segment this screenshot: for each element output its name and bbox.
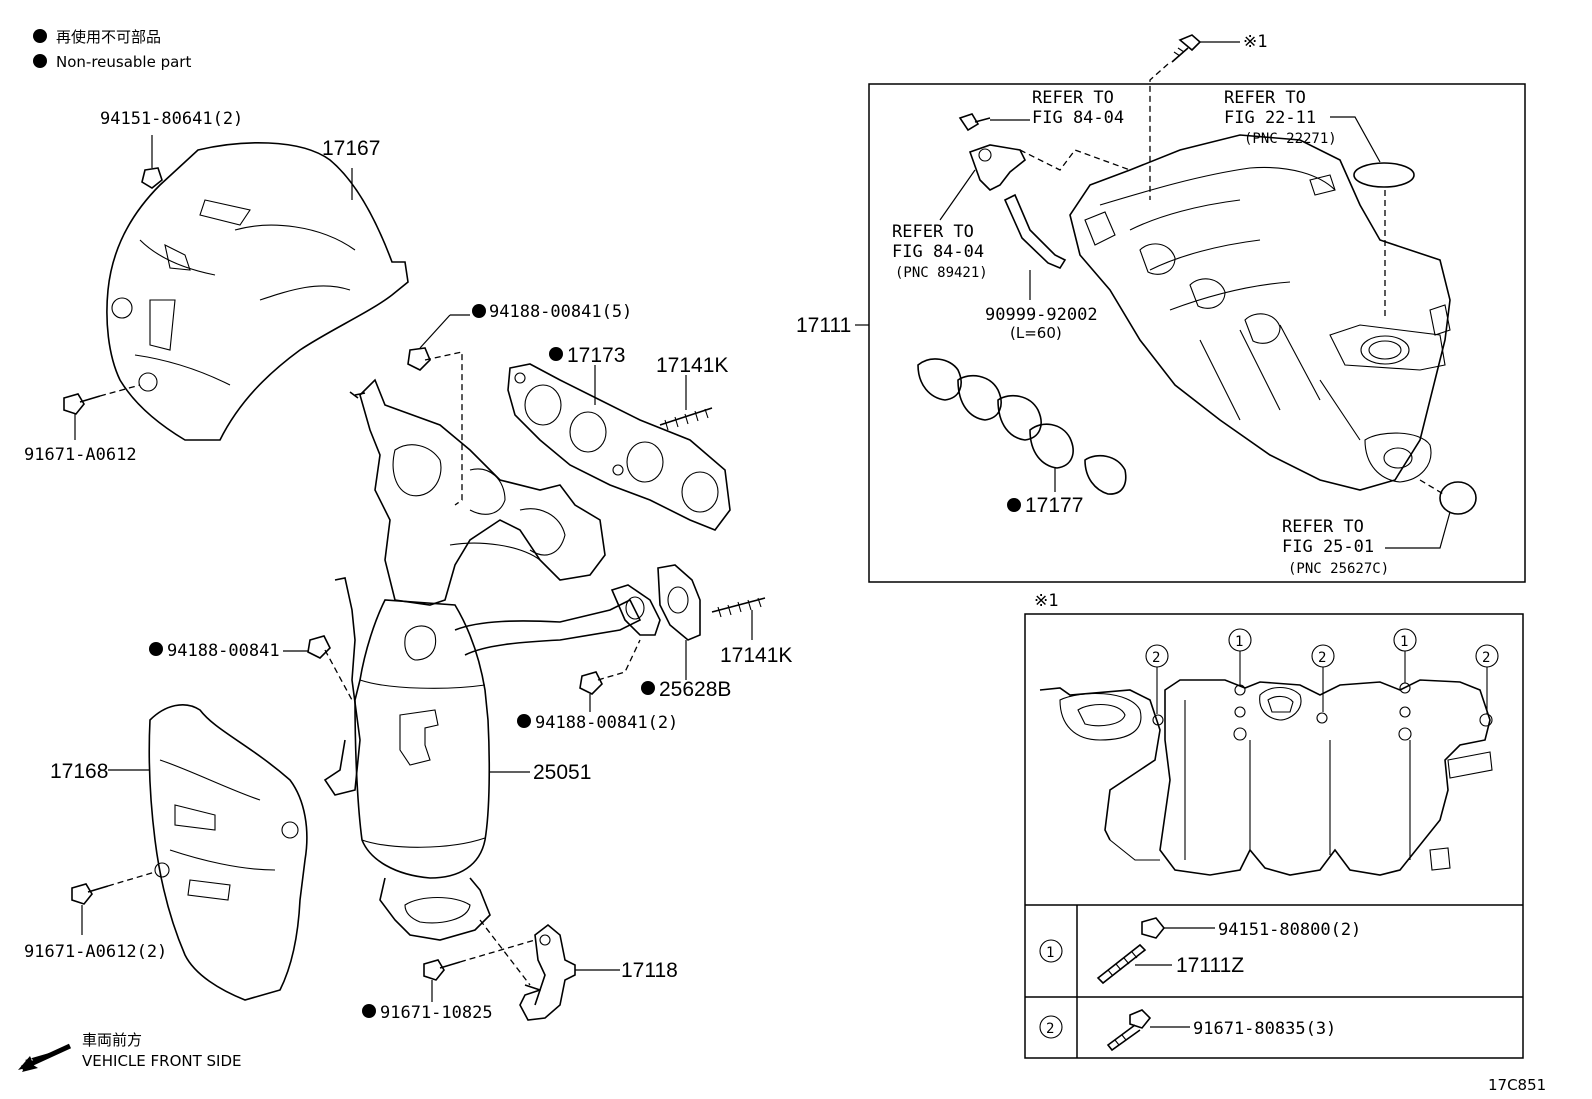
part-94188-00841-5: 94188-00841(5) [489,302,632,322]
part-91671-10825: 91671-10825 [380,1003,493,1023]
part-91671-A0612-2: 91671-A0612(2) [24,942,167,962]
ref3-line3: (PNC 89421) [895,265,988,281]
legend-jp: 再使用不可部品 [56,28,161,46]
part-91671-A0612: 91671-A0612 [24,445,137,465]
hose-90999-92002 [1003,193,1067,269]
non-reusable-dot-icon [33,29,47,43]
ref2-line1: REFER TO [1224,88,1306,108]
part-25628B: 25628B [659,678,731,701]
gasket-25627C [1439,481,1477,515]
svg-text:1: 1 [1235,634,1243,650]
svg-text:1: 1 [1046,945,1054,961]
front-arrow-icon [22,1047,70,1072]
asterisk-note-box: ※1 [1034,591,1058,611]
ref1-line1: REFER TO [1032,88,1114,108]
bracket-17118 [519,923,576,1021]
part-90999-92002: 90999-92002 [985,305,1098,325]
svg-text:2: 2 [1318,650,1326,666]
ref4-line1: REFER TO [1282,517,1364,537]
non-reusable-dot-icon [362,1004,376,1018]
ref3-line2: FIG 84-04 [892,242,984,262]
svg-text:2: 2 [1152,650,1160,666]
part-94151-80800: 94151-80800(2) [1218,920,1361,940]
bolt-location-box [1024,613,1524,1059]
part-94151-80641: 94151-80641(2) [100,109,243,129]
sensor-assembly [968,144,1027,191]
figure-code: 17C851 [1488,1076,1546,1094]
o-ring-22271 [1353,162,1415,188]
legend-row-1: 1 [1039,939,1063,963]
ref4-line2: FIG 25-01 [1282,537,1374,557]
svg-text:2: 2 [1046,1021,1054,1037]
svg-text:2: 2 [1482,650,1490,666]
part-94188-00841: 94188-00841 [167,641,280,661]
legend-row-2: 2 [1039,1015,1063,1039]
part-17141K-b: 17141K [720,644,792,667]
ref1-line2: FIG 84-04 [1032,108,1124,128]
non-reusable-dot-icon [33,54,47,68]
intake-manifold [1069,134,1451,491]
callout-1-a: 1 [1228,628,1252,685]
non-reusable-dot-icon [549,347,563,361]
part-17111Z: 17111Z [1176,954,1244,977]
legend-en: Non-reusable part [56,53,191,71]
bolt-91671-80835 [1129,1009,1152,1029]
exhaust-manifold-converter [323,378,642,941]
exhaust-manifold-gasket [507,363,731,531]
front-jp: 車両前方 [82,1031,142,1049]
non-reusable-dot-icon [472,304,486,318]
part-90999-92002-length: (L=60) [1010,324,1062,342]
part-25051: 25051 [533,761,591,784]
non-reusable-dot-icon [641,681,655,695]
intake-manifold-top-view [1039,679,1493,876]
heat-insulator-lower [148,704,308,1001]
part-17141K-a: 17141K [656,354,728,377]
front-en: VEHICLE FRONT SIDE [82,1052,242,1070]
non-reusable-dot-icon [1007,498,1021,512]
ref2-line3: (PNC 22271) [1244,131,1337,147]
gasket-25628B [657,564,701,641]
part-17167: 17167 [322,137,380,160]
part-17111: 17111 [796,314,851,337]
non-reusable-dot-icon [517,714,531,728]
intake-gasket-17177 [917,358,1127,495]
callout-2-b: 2 [1311,644,1335,712]
svg-text:1: 1 [1400,634,1408,650]
non-reusable-dot-icon [149,642,163,656]
stud-17111Z [1096,943,1147,985]
ref4-line3: (PNC 25627C) [1288,561,1389,577]
part-17168: 17168 [50,760,108,783]
part-17118: 17118 [621,959,678,982]
ref2-line2: FIG 22-11 [1224,108,1316,128]
part-17173: 17173 [567,344,625,367]
callout-2-c: 2 [1475,644,1499,714]
intake-manifold-box [868,83,1526,583]
ref3-line1: REFER TO [892,222,974,242]
part-94188-00841-2: 94188-00841(2) [535,713,678,733]
heat-insulator-upper [106,142,409,441]
asterisk-note-top: ※1 [1243,32,1267,52]
callout-1-b: 1 [1393,628,1417,683]
callout-2-a: 2 [1145,644,1169,714]
part-17177: 17177 [1025,494,1083,517]
part-91671-80835: 91671-80835(3) [1193,1019,1336,1039]
